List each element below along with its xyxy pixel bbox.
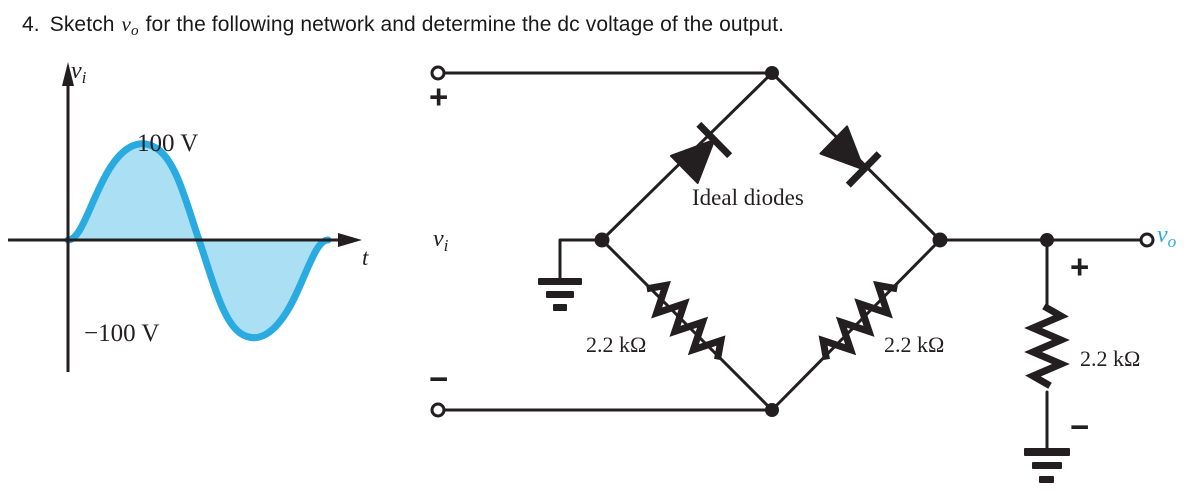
circuit-input-label-symbol: v bbox=[433, 226, 444, 252]
wire-ground-stub bbox=[558, 238, 604, 280]
input-polarity-plus: + bbox=[429, 78, 449, 115]
x-axis-arrowhead bbox=[338, 233, 362, 247]
peak-voltage-label: 100 V bbox=[137, 130, 199, 157]
x-axis-label: t bbox=[362, 245, 369, 270]
node-bridge-left bbox=[594, 232, 610, 248]
resistor-right-label: 2.2 kΩ bbox=[884, 332, 945, 357]
node-bridge-top bbox=[765, 66, 779, 80]
output-polarity-plus: + bbox=[1070, 248, 1090, 285]
waveform-plot bbox=[8, 62, 362, 372]
waveform-curve bbox=[64, 140, 332, 342]
node-bridge-bottom bbox=[765, 403, 779, 417]
circuit-output-label-symbol: v bbox=[1157, 222, 1168, 248]
waveform-fill-negative bbox=[199, 240, 328, 338]
circuit-input-label-subscript: i bbox=[443, 235, 449, 255]
input-terminal-bottom bbox=[430, 402, 446, 418]
waveform-fill bbox=[68, 143, 199, 240]
circuit-output-label-subscript: o bbox=[1167, 231, 1177, 251]
question-variable: v bbox=[121, 12, 131, 36]
input-polarity-minus: − bbox=[429, 360, 449, 397]
circuit-diagram bbox=[430, 65, 1155, 483]
node-bridge-right bbox=[932, 232, 948, 248]
resistor-load-label: 2.2 kΩ bbox=[1080, 346, 1141, 371]
trough-voltage-label: −100 V bbox=[84, 320, 160, 347]
output-polarity-minus: − bbox=[1070, 408, 1090, 445]
diode-right-icon bbox=[819, 125, 882, 188]
y-axis-label-symbol: v bbox=[71, 58, 82, 84]
ground-icon-output bbox=[1024, 448, 1070, 483]
output-terminal bbox=[1139, 232, 1155, 248]
bridge-arm-top-left bbox=[600, 71, 774, 242]
diode-left-icon bbox=[669, 121, 733, 184]
y-axis-label: vi bbox=[71, 58, 86, 88]
question-text-before: Sketch bbox=[49, 13, 115, 36]
y-axis-label-subscript: i bbox=[81, 67, 87, 87]
question-text-after: for the following network and determine … bbox=[145, 13, 785, 36]
question-variable-subscript: o bbox=[130, 23, 139, 40]
circuit-output-label: vo bbox=[1157, 222, 1176, 252]
bridge-arm-bottom-right bbox=[770, 238, 942, 412]
ideal-diodes-note: Ideal diodes bbox=[692, 185, 804, 210]
question-number: 4. bbox=[22, 13, 40, 36]
resistor-bridge-left bbox=[646, 280, 726, 361]
bridge-arm-bottom-left bbox=[600, 238, 774, 412]
bridge-arm-top-right bbox=[770, 71, 942, 242]
ground-icon-input bbox=[538, 278, 582, 311]
circuit-input-label: vi bbox=[433, 226, 448, 256]
resistor-left-label: 2.2 kΩ bbox=[586, 332, 647, 357]
node-load-tap bbox=[1040, 233, 1054, 247]
resistor-load bbox=[1024, 303, 1070, 389]
